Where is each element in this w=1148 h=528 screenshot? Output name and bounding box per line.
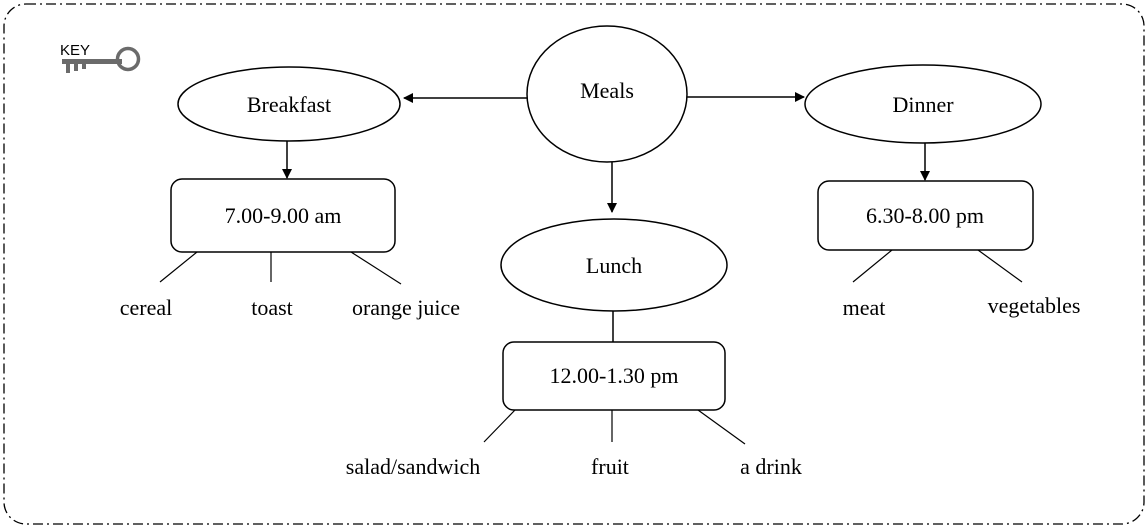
- meals-node: [526, 25, 688, 163]
- item-a-drink: a drink: [740, 454, 802, 479]
- connector-vegetables: [977, 249, 1023, 283]
- connector-salad-sandwich: [483, 409, 516, 443]
- key-icon: KEY: [60, 42, 141, 73]
- meals-label: Meals: [580, 78, 634, 103]
- item-salad-sandwich: salad/sandwich: [346, 454, 480, 479]
- item-orange-juice: orange juice: [352, 295, 460, 320]
- connector-meat: [852, 249, 893, 283]
- breakfast-label: Breakfast: [247, 92, 331, 117]
- connector-cereal: [159, 251, 198, 283]
- breakfast-node: [177, 66, 401, 142]
- item-fruit: fruit: [591, 454, 629, 479]
- dinner-time-label: 6.30-8.00 pm: [866, 203, 984, 228]
- connector-orange-juice: [350, 251, 402, 285]
- item-vegetables: vegetables: [988, 293, 1081, 318]
- breakfast-time-label: 7.00-9.00 am: [225, 203, 342, 228]
- dinner-time-box: [817, 180, 1034, 251]
- lunch-time-label: 12.00-1.30 pm: [550, 363, 679, 388]
- item-meat: meat: [843, 295, 886, 320]
- connector-a-drink: [697, 409, 746, 445]
- breakfast-time-box: [170, 178, 396, 253]
- diagram-frame: [3, 3, 1145, 525]
- dinner-label: Dinner: [892, 92, 954, 117]
- key-icon-label: KEY: [60, 42, 90, 59]
- lunch-label: Lunch: [586, 253, 642, 278]
- item-cereal: cereal: [120, 295, 173, 320]
- lunch-node: [500, 218, 728, 312]
- lunch-time-box: [502, 341, 726, 411]
- item-toast: toast: [251, 295, 293, 320]
- dinner-node: [804, 64, 1042, 144]
